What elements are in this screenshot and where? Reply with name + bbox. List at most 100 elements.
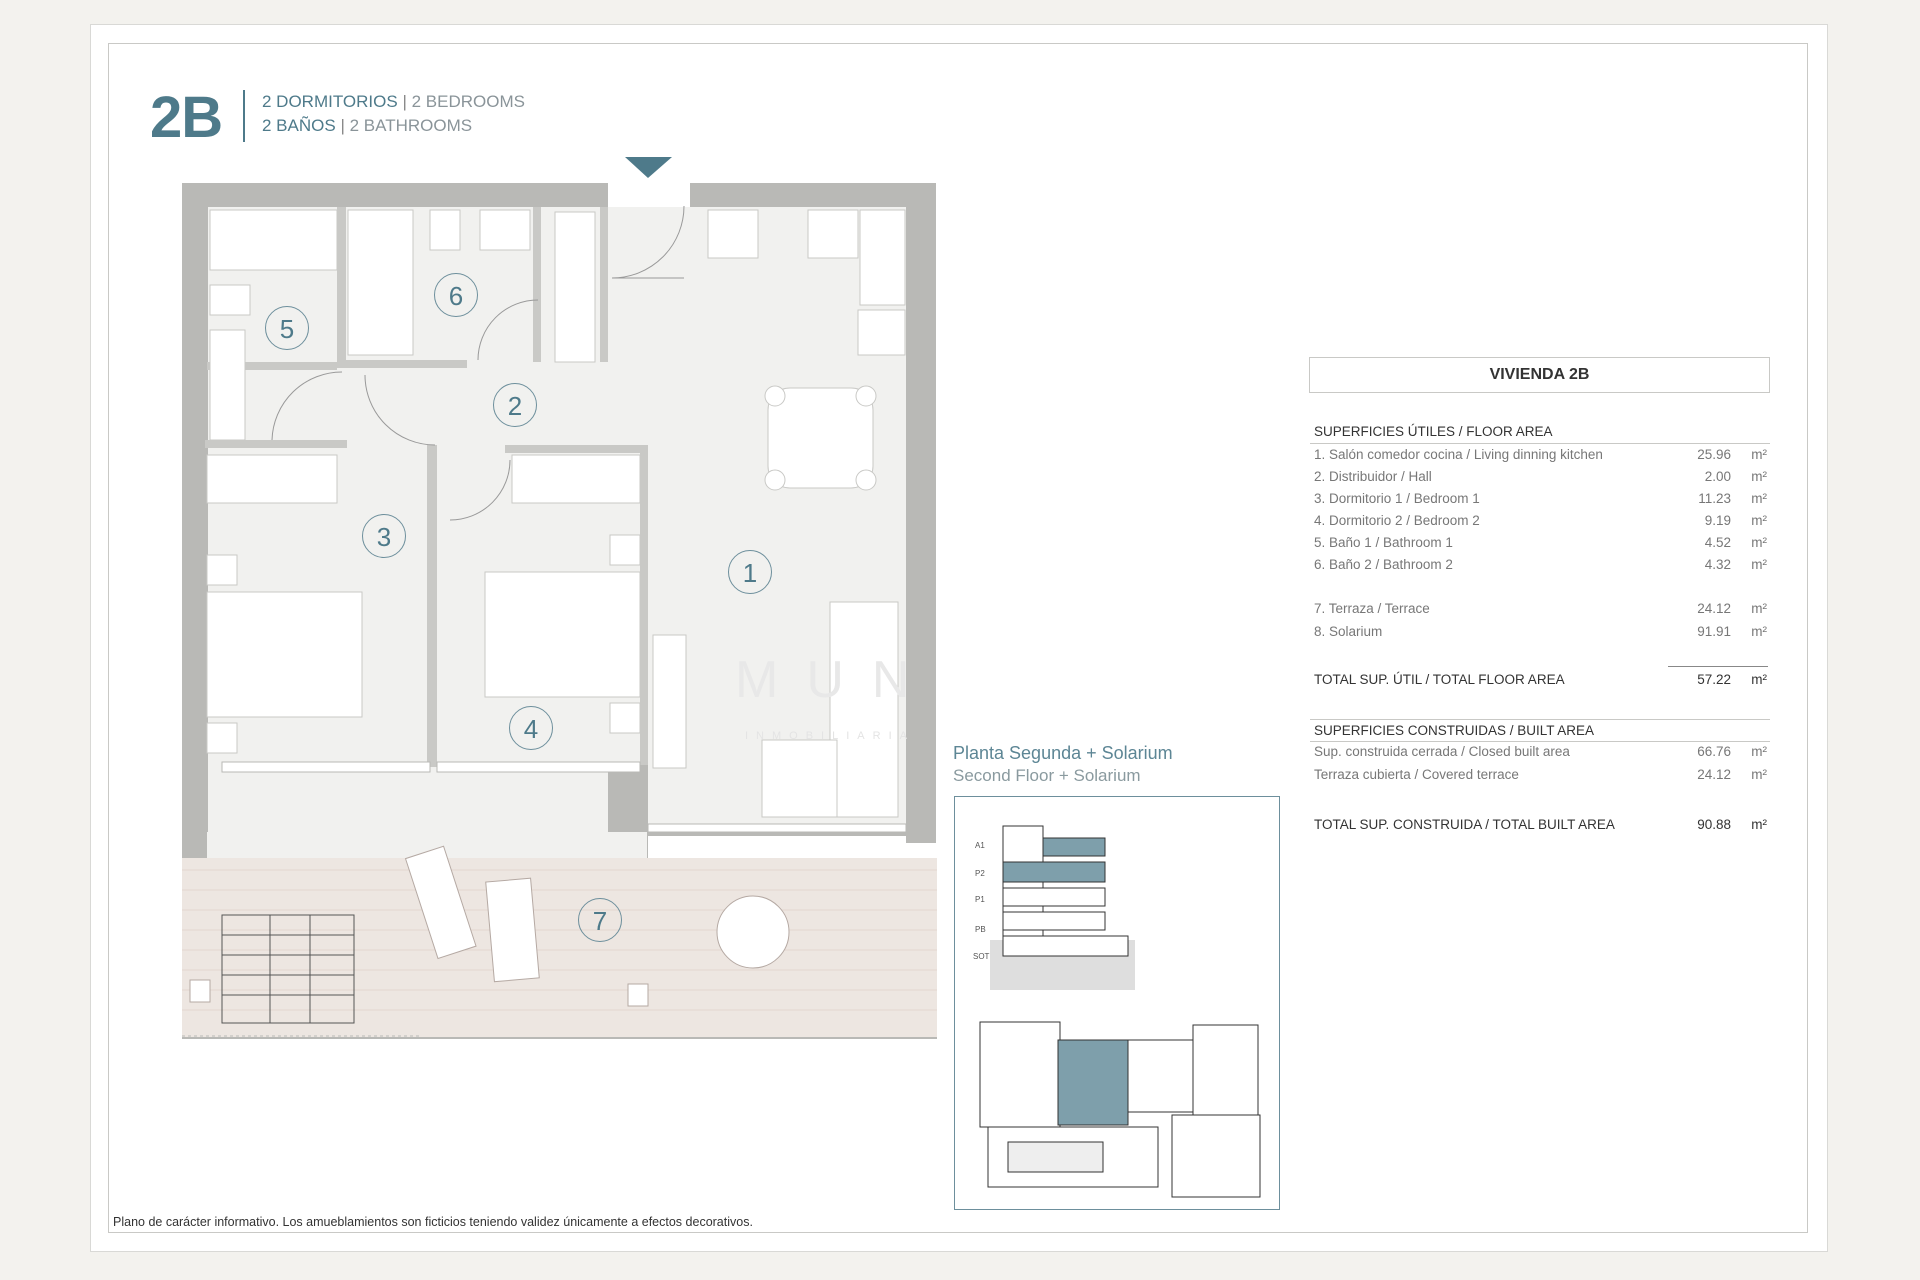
table-row: 7. Terraza / Terrace 24.12 m² <box>1314 601 1767 621</box>
bedrooms-en: 2 BEDROOMS <box>411 92 525 111</box>
walls <box>182 183 936 858</box>
row-label: 6. Baño 2 / Bathroom 2 <box>1314 557 1453 572</box>
living-furniture <box>652 601 899 818</box>
row-label: 4. Dormitorio 2 / Bedroom 2 <box>1314 513 1480 528</box>
row-value: 91.91 <box>1697 624 1731 639</box>
table-rule <box>1310 719 1770 720</box>
row-value: 2.00 <box>1704 469 1731 484</box>
row-label: Terraza cubierta / Covered terrace <box>1314 767 1519 782</box>
table-row: 8. Solarium 91.91 m² <box>1314 624 1767 644</box>
partition-walls <box>205 207 648 767</box>
row-unit: m² <box>1751 767 1767 782</box>
room-number-5: 5 <box>265 306 309 350</box>
room-number-3: 3 <box>362 514 406 558</box>
table-row: Sup. construida cerrada / Closed built a… <box>1314 744 1767 764</box>
table-rule <box>1310 443 1770 444</box>
dining-table <box>764 385 877 491</box>
table-row: 4. Dormitorio 2 / Bedroom 2 9.19 m² <box>1314 513 1767 533</box>
row-label: 1. Salón comedor cocina / Living dinning… <box>1314 447 1603 462</box>
bathrooms-line: 2 BAÑOS | 2 BATHROOMS <box>262 116 472 136</box>
total-built-row: TOTAL SUP. CONSTRUIDA / TOTAL BUILT AREA… <box>1314 817 1767 837</box>
row-value: 4.52 <box>1704 535 1731 550</box>
row-value: 11.23 <box>1698 491 1731 506</box>
row-unit: m² <box>1751 601 1767 616</box>
row-value: 24.12 <box>1697 767 1731 782</box>
bedroom-1-furniture <box>206 454 363 754</box>
key-plan-box <box>954 796 1280 1210</box>
kitchen-units <box>707 209 906 356</box>
row-value: 4.32 <box>1704 557 1731 572</box>
room-number-7: 7 <box>578 898 622 942</box>
watermark: MUN <box>735 651 938 709</box>
header-divider <box>243 90 245 142</box>
table-row: 1. Salón comedor cocina / Living dinning… <box>1314 447 1767 467</box>
terrace-area <box>182 858 937 1038</box>
row-value: 66.76 <box>1697 744 1731 759</box>
entrance-arrow <box>625 157 672 178</box>
watermark-sub: INMOBILIARIA <box>745 730 915 742</box>
bathroom-1-fixtures <box>209 209 338 441</box>
level-label-p1: P1 <box>975 895 985 904</box>
separator: | <box>402 92 407 111</box>
unit-code: 2B <box>150 85 223 150</box>
door-swings <box>271 205 685 521</box>
bathrooms-es: 2 BAÑOS <box>262 116 336 135</box>
bathroom-2-fixtures <box>347 209 596 363</box>
bedrooms-line: 2 DORMITORIOS | 2 BEDROOMS <box>262 92 525 112</box>
staircase <box>221 914 355 1024</box>
total-built-unit: m² <box>1751 817 1767 832</box>
site-plan <box>979 1021 1261 1198</box>
row-unit: m² <box>1751 447 1767 462</box>
room-number-2: 2 <box>493 383 537 427</box>
key-plan-caption-es: Planta Segunda + Solarium <box>953 743 1173 763</box>
level-label-pb: PB <box>975 925 986 934</box>
table-row: 6. Baño 2 / Bathroom 2 4.32 m² <box>1314 557 1767 577</box>
row-label: 8. Solarium <box>1314 624 1383 639</box>
bedrooms-es: 2 DORMITORIOS <box>262 92 398 111</box>
bathrooms-en: 2 BATHROOMS <box>349 116 473 135</box>
row-label: 7. Terraza / Terrace <box>1314 601 1430 616</box>
total-floor-value: 57.22 <box>1697 672 1731 687</box>
row-unit: m² <box>1751 744 1767 759</box>
key-plan-caption-en: Second Floor + Solarium <box>953 766 1141 785</box>
level-label-a1: A1 <box>975 841 985 850</box>
row-unit: m² <box>1751 469 1767 484</box>
row-label: 2. Distribuidor / Hall <box>1314 469 1432 484</box>
row-value: 24.12 <box>1697 601 1731 616</box>
table-title: VIVIENDA 2B <box>1309 357 1770 393</box>
separator: | <box>340 116 345 135</box>
row-unit: m² <box>1751 535 1767 550</box>
total-floor-row: TOTAL SUP. ÚTIL / TOTAL FLOOR AREA 57.22… <box>1314 672 1767 692</box>
room-number-1: 1 <box>728 550 772 594</box>
drawing-frame <box>108 43 1808 1233</box>
level-label-sot: SOT <box>973 952 990 961</box>
terrace-furniture <box>189 845 790 1007</box>
row-value: 25.96 <box>1697 447 1731 462</box>
total-built-value: 90.88 <box>1697 817 1731 832</box>
row-unit: m² <box>1751 513 1767 528</box>
row-unit: m² <box>1751 557 1767 572</box>
terrace-boards <box>182 869 937 1011</box>
row-unit: m² <box>1751 624 1767 639</box>
table-row: 2. Distribuidor / Hall 2.00 m² <box>1314 469 1767 489</box>
row-label: Sup. construida cerrada / Closed built a… <box>1314 744 1570 759</box>
room-number-6: 6 <box>434 273 478 317</box>
floor-area-heading: SUPERFICIES ÚTILES / FLOOR AREA <box>1314 424 1553 439</box>
row-unit: m² <box>1751 491 1767 506</box>
table-rule <box>1310 741 1770 742</box>
room-number-4: 4 <box>509 706 553 750</box>
table-row: 3. Dormitorio 1 / Bedroom 1 11.23 m² <box>1314 491 1767 511</box>
windows <box>221 761 907 833</box>
row-label: 3. Dormitorio 1 / Bedroom 1 <box>1314 491 1480 506</box>
total-built-label: TOTAL SUP. CONSTRUIDA / TOTAL BUILT AREA <box>1314 817 1615 832</box>
disclaimer-footnote: Plano de carácter informativo. Los amueb… <box>113 1215 753 1229</box>
total-rule <box>1668 666 1768 667</box>
built-area-heading: SUPERFICIES CONSTRUIDAS / BUILT AREA <box>1314 723 1595 738</box>
row-value: 9.19 <box>1704 513 1731 528</box>
row-label: 5. Baño 1 / Bathroom 1 <box>1314 535 1453 550</box>
total-floor-unit: m² <box>1751 672 1767 687</box>
table-row: Terraza cubierta / Covered terrace 24.12… <box>1314 767 1767 787</box>
section-elevation <box>990 825 1135 990</box>
